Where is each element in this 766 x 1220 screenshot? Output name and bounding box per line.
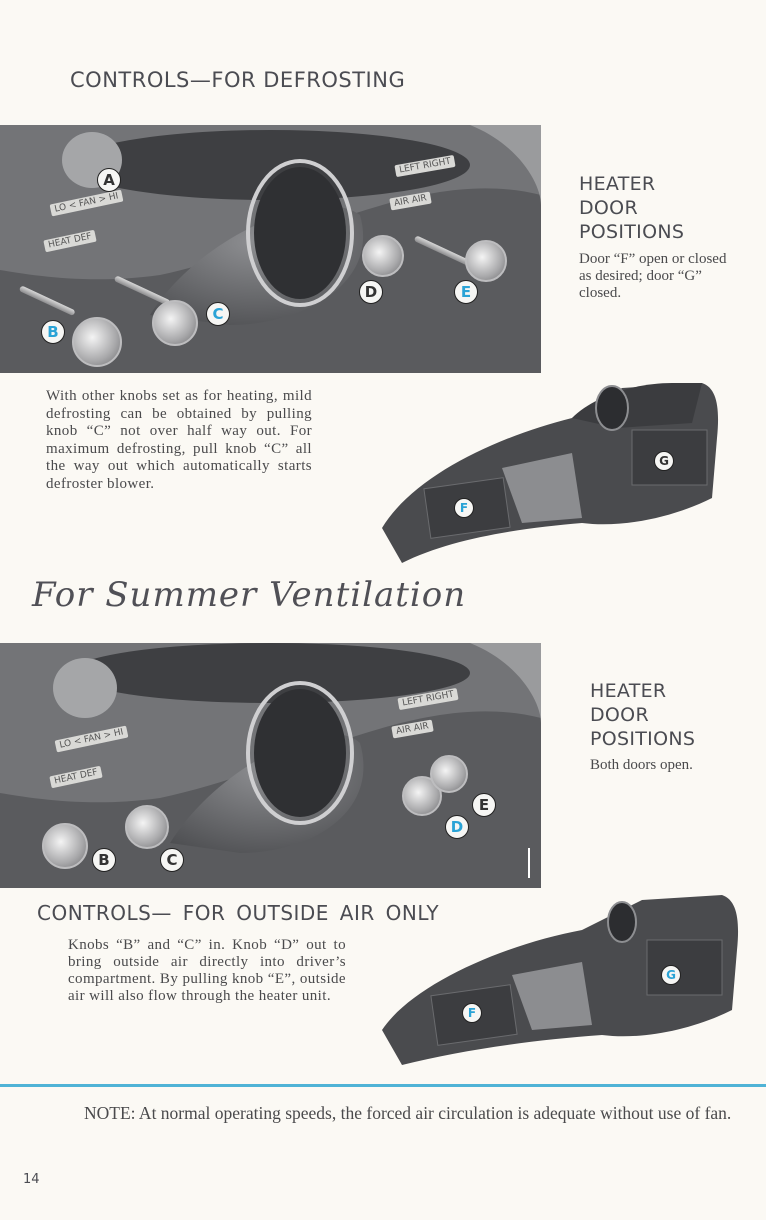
callout-b: B	[41, 320, 65, 344]
knob-b[interactable]	[72, 317, 122, 367]
knob-e[interactable]	[465, 240, 507, 282]
callout-e: E	[472, 793, 496, 817]
heater-unit-illustration-defrosting: F G	[372, 378, 720, 583]
callout-g: G	[654, 451, 674, 471]
callout-d: D	[445, 815, 469, 839]
dashboard-controls-photo-summer: LO < FAN > HI HEAT DEF LEFT RIGHT AIR AI…	[0, 643, 541, 888]
callout-d: D	[359, 280, 383, 304]
heater-door-positions-text: Both doors open.	[590, 757, 693, 773]
heater-door-positions-title: HEATER DOOR POSITIONS	[590, 679, 740, 751]
dashboard-illustration	[0, 643, 541, 888]
knob-e[interactable]	[430, 755, 468, 793]
title-line: DOOR	[590, 704, 649, 726]
callout-c: C	[206, 302, 230, 326]
outside-air-instructions: Knobs “B” and “C” in. Knob “D” out to br…	[68, 937, 346, 1004]
title-line: POSITIONS	[579, 221, 685, 243]
title-line: POSITIONS	[590, 728, 696, 750]
callout-b: B	[92, 848, 116, 872]
callout-g: G	[661, 965, 681, 985]
defrosting-instructions: With other knobs set as for heating, mil…	[46, 388, 312, 492]
title-line: DOOR	[579, 197, 638, 219]
section-title-outside-air: CONTROLS— FOR OUTSIDE AIR ONLY	[37, 901, 440, 925]
section-divider-rule	[0, 1084, 766, 1087]
knob-d[interactable]	[402, 776, 442, 816]
heater-unit-illustration-summer: F G	[372, 890, 740, 1070]
title-line: HEATER	[590, 680, 667, 702]
heater-unit-drawing	[382, 383, 719, 563]
summer-ventilation-title: For Summer Ventilation	[32, 575, 467, 615]
knob-c[interactable]	[125, 805, 169, 849]
knob-d[interactable]	[362, 235, 404, 277]
heater-door-positions-text: Door “F” open or closed as desired; door…	[579, 251, 727, 301]
callout-f: F	[462, 1003, 482, 1023]
note-text: NOTE: At normal operating speeds, the fo…	[84, 1103, 732, 1123]
page-number: 14	[23, 1172, 40, 1187]
section-title-defrosting: CONTROLS—FOR DEFROSTING	[70, 68, 406, 92]
heater-door-positions-title: HEATER DOOR POSITIONS	[579, 172, 729, 244]
knob-c[interactable]	[152, 300, 198, 346]
callout-e: E	[454, 280, 478, 304]
heater-unit-drawing	[382, 895, 739, 1065]
callout-f: F	[454, 498, 474, 518]
knob-b[interactable]	[42, 823, 88, 869]
callout-c: C	[160, 848, 184, 872]
dashboard-controls-photo-defrosting: LO < FAN > HI HEAT DEF LEFT RIGHT AIR AI…	[0, 125, 541, 373]
callout-a: A	[97, 168, 121, 192]
title-line: HEATER	[579, 173, 656, 195]
